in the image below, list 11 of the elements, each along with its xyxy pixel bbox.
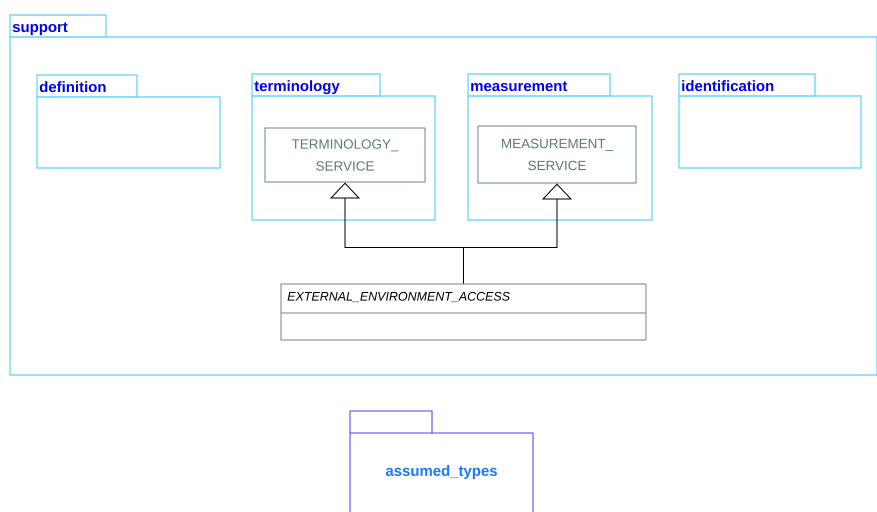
class-box: EXTERNAL_ENVIRONMENT_ACCESS <box>280 284 646 340</box>
class-box: TERMINOLOGY_ SERVICE <box>264 128 426 182</box>
node-label: measurement <box>471 81 568 92</box>
node-label: definition <box>40 81 106 92</box>
node-label: support <box>12 22 68 36</box>
package: identification <box>678 73 862 169</box>
package: assumed_types <box>350 410 534 512</box>
node-label: identification <box>682 80 774 92</box>
node-label: terminology <box>254 80 340 94</box>
package: definition <box>36 74 221 169</box>
class-box: MEASUREMENT_ SERVICE <box>478 126 636 184</box>
